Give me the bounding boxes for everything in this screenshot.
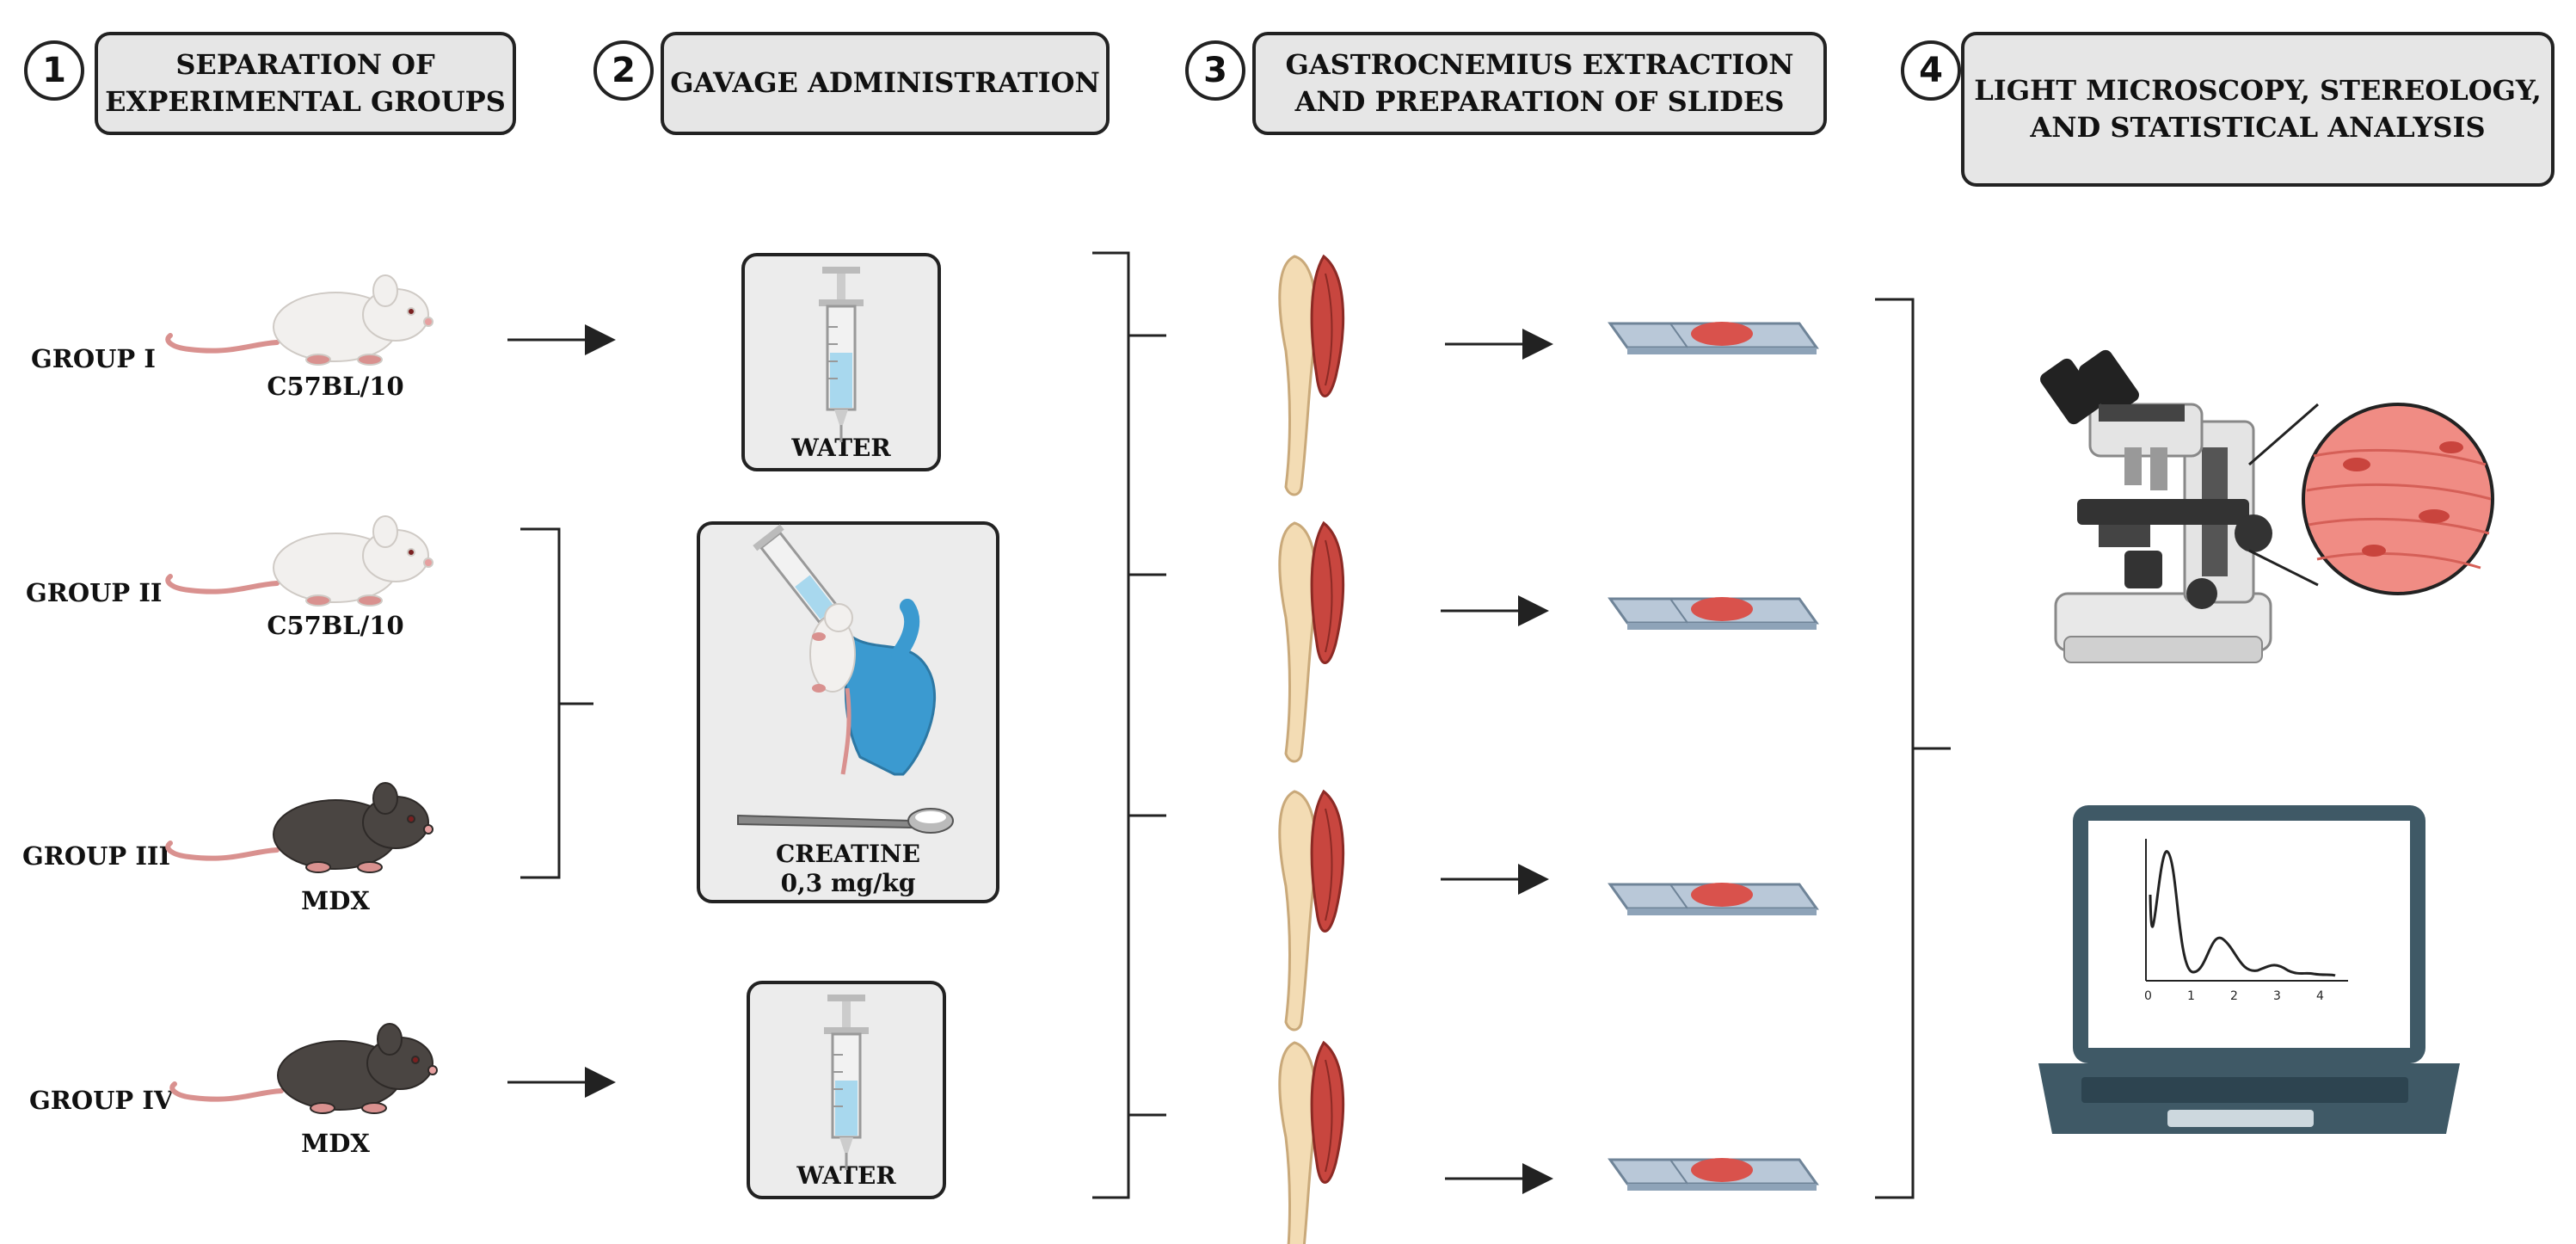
muscle-icon-2: [1278, 521, 1345, 763]
laptop-chart-tick-1: 1: [2187, 989, 2195, 1003]
step-3-number: 3: [1185, 40, 1245, 101]
step-2-number: 2: [593, 40, 654, 101]
spatula-icon: [737, 808, 954, 834]
step-1-number: 1: [24, 40, 84, 101]
bracket-to-analysis: [1875, 298, 1951, 1199]
bracket-to-extraction: [1092, 251, 1166, 1199]
group-3-label: GROUP III: [22, 841, 171, 871]
creatine-dose: 0,3 mg/kg: [780, 869, 916, 897]
group-4-strain: MDX: [301, 1129, 370, 1158]
step-3-box: GASTROCNEMIUS EXTRACTION AND PREPARATION…: [1252, 32, 1827, 135]
step-2-box: GAVAGE ADMINISTRATION: [661, 32, 1110, 135]
tissue-magnification-icon: [2302, 403, 2494, 595]
laptop-chart: 0 1 2 3 4: [2144, 839, 2348, 1003]
group-1-label: GROUP I: [31, 344, 156, 373]
step-3-title-line1: GASTROCNEMIUS EXTRACTION: [1285, 47, 1794, 81]
gavage-icon: [753, 524, 937, 776]
mouse-group-1: [168, 275, 433, 365]
group-2-strain: C57BL/10: [267, 611, 404, 640]
muscle-icon-3: [1278, 790, 1345, 1032]
group-4-label: GROUP IV: [29, 1086, 174, 1115]
bracket-groups-2-3: [520, 527, 593, 879]
creatine-label: CREATINE: [776, 840, 920, 868]
slide-icon-2: [1608, 595, 1818, 631]
syringe-icon-bottom: [822, 993, 870, 1172]
group-1-strain: C57BL/10: [267, 372, 404, 401]
step-4-box: LIGHT MICROSCOPY, STEREOLOGY, AND STATIS…: [1961, 32, 2554, 187]
group-2-label: GROUP II: [26, 578, 163, 607]
mouse-group-2: [168, 516, 433, 606]
laptop-chart-tick-4: 4: [2316, 989, 2324, 1003]
group-3-strain: MDX: [301, 886, 370, 915]
step-1-title-line1: SEPARATION OF: [175, 47, 435, 81]
mouse-group-4: [172, 1024, 437, 1113]
microscope-icon: [2040, 349, 2319, 663]
laptop-chart-tick-0: 0: [2144, 989, 2152, 1003]
step-3-title-line2: AND PREPARATION OF SLIDES: [1294, 85, 1785, 118]
laptop-chart-tick-3: 3: [2273, 989, 2281, 1003]
laptop-chart-curve: [2149, 850, 2336, 977]
slide-icon-3: [1608, 881, 1818, 917]
laptop-chart-tick-2: 2: [2230, 989, 2238, 1003]
muscle-icon-1: [1278, 255, 1345, 496]
step-4-number: 4: [1901, 40, 1961, 101]
muscle-icon-4: [1278, 1041, 1345, 1244]
syringe-icon-top: [817, 265, 865, 444]
slide-icon-4: [1608, 1156, 1818, 1192]
step-1-box: SEPARATION OF EXPERIMENTAL GROUPS: [95, 32, 516, 135]
step-1-title-line2: EXPERIMENTAL GROUPS: [105, 85, 506, 118]
step-4-title-line1: LIGHT MICROSCOPY, STEREOLOGY,: [1974, 73, 2542, 107]
mouse-group-3: [168, 783, 433, 872]
step-4-title-line2: AND STATISTICAL ANALYSIS: [2030, 111, 2486, 144]
slide-icon-1: [1608, 320, 1818, 356]
step-2-title: GAVAGE ADMINISTRATION: [670, 66, 1100, 100]
